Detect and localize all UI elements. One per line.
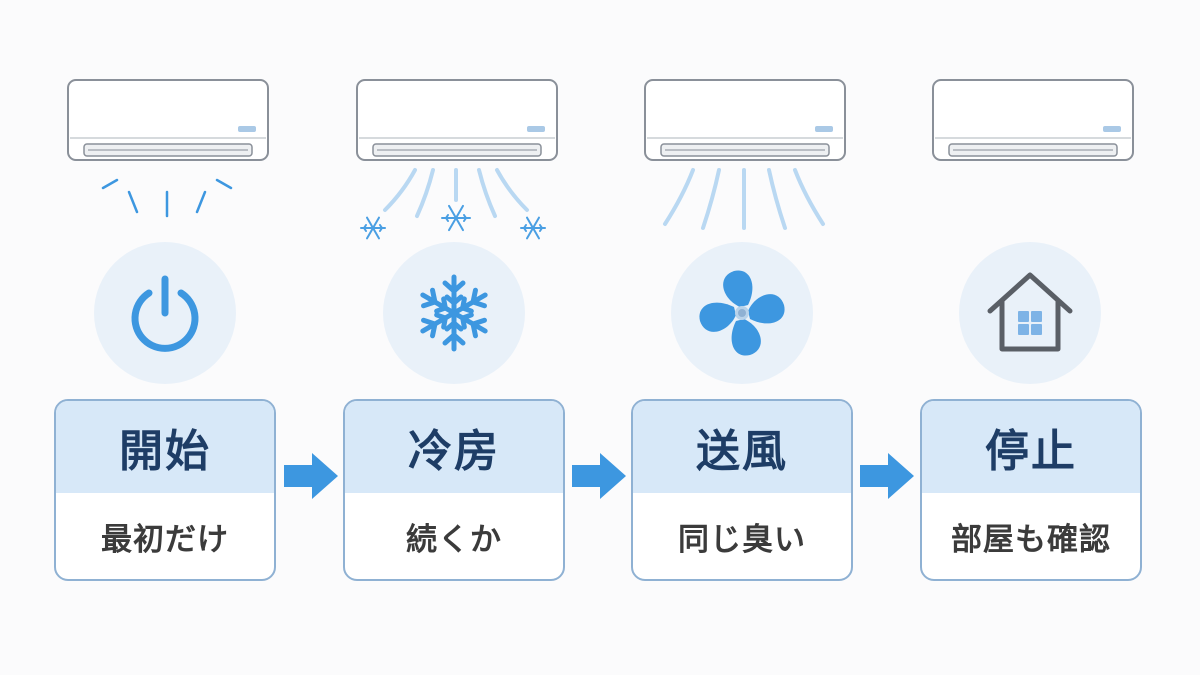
fan-airflow-lines [663, 168, 825, 230]
arrow-right-icon-3 [860, 453, 914, 499]
icon-circle-4 [959, 242, 1101, 384]
step-title-2: 冷房 [345, 401, 563, 493]
step-subtitle-2: 続くか [406, 521, 502, 558]
icon-circle-3 [671, 242, 813, 384]
fan-icon [699, 270, 785, 356]
step-subtitle-3: 同じ臭い [678, 521, 806, 558]
step-card-1: 開始 最初だけ [54, 399, 276, 581]
step-card-4: 停止 部屋も確認 [920, 399, 1142, 581]
start-airflow-lines [101, 178, 233, 218]
power-icon [131, 275, 199, 352]
step-title-1: 開始 [56, 401, 274, 493]
air-conditioner-unit-4 [932, 79, 1134, 161]
arrow-right-icon-1 [284, 453, 338, 499]
air-conditioner-unit-2 [356, 79, 558, 161]
icon-circle-2 [383, 242, 525, 384]
cold-airflow-lines [360, 168, 546, 240]
step-subtitle-4: 部屋も確認 [951, 521, 1111, 558]
step-subtitle-1: 最初だけ [101, 521, 229, 558]
step-card-3: 送風 同じ臭い [631, 399, 853, 581]
step-title-4: 停止 [922, 401, 1140, 493]
arrow-right-icon-2 [572, 453, 626, 499]
snowflake-icon [412, 274, 496, 355]
air-conditioner-unit-3 [644, 79, 846, 161]
step-card-2: 冷房 続くか [343, 399, 565, 581]
air-conditioner-unit-1 [67, 79, 269, 161]
step-title-3: 送風 [633, 401, 851, 493]
snowflake-small-icons [360, 204, 546, 240]
house-icon [987, 272, 1073, 352]
icon-circle-1 [94, 242, 236, 384]
